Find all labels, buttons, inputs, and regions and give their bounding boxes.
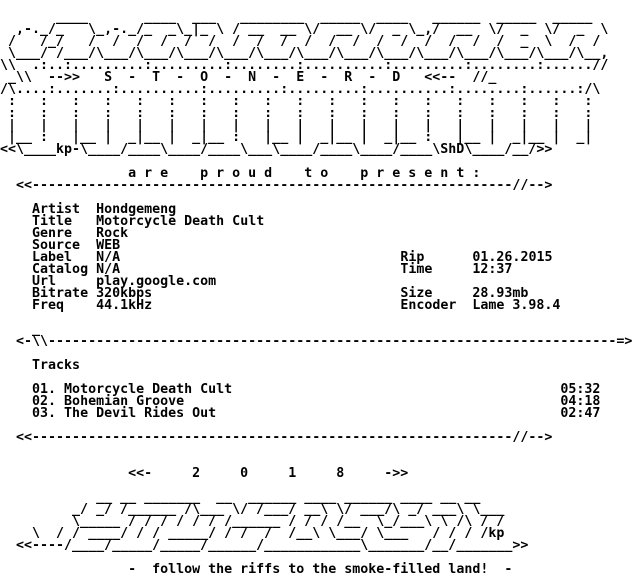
rule-text: <<--------------------------------------… (16, 178, 553, 193)
present-line: a r e p r o u d t o p r e s e n t : (0, 166, 632, 181)
track-time: 02:47 (560, 406, 601, 421)
ascii-logo-line: : : : : : : : : : : : : : : : : : : : (0, 94, 632, 109)
info-value: 12:37 (472, 262, 513, 277)
track-row: 01. Motorcycle Death Cult 05:32 (0, 382, 632, 397)
info-label: Genre (32, 226, 73, 241)
ascii-footer-line: <<----/____/_____/_____/______/_________… (0, 538, 632, 553)
info-label: Url (32, 274, 57, 289)
info-label: Rip (400, 250, 425, 265)
info-label: Encoder (400, 298, 457, 313)
track-row: 03. The Devil Rides Out 02:47 (0, 406, 632, 421)
info-label: Catalog (32, 262, 89, 277)
info-value: Rock (96, 226, 129, 241)
info-value: N/A (96, 262, 121, 277)
track-title: 01. Motorcycle Death Cult (32, 382, 233, 397)
ascii-logo-line: \\ .:..:.........:.........:........:...… (0, 58, 632, 73)
info-row: Freq 44.1kHz Encoder Lame 3.98.4 (0, 298, 632, 313)
ascii-footer-line: __ __ _______ __ ______ ____ ______ ____… (0, 490, 632, 505)
ascii-logo-line: /\....:.......:..........:.........:....… (0, 82, 632, 97)
info-row: Source WEB (0, 238, 632, 253)
rule-mid: <-\\------------------------------------… (0, 334, 632, 349)
info-label: Artist (32, 202, 81, 217)
info-value: WEB (96, 238, 121, 253)
track-time: 05:32 (560, 382, 601, 397)
ascii-footer-text: \ / / ____/ / / _____/ / / / /__\ \___/ … (16, 526, 505, 541)
info-row: Url play.google.com (0, 274, 632, 289)
info-row: Bitrate 320kbps Size 28.93mb (0, 286, 632, 301)
ascii-logo-line: |__ : |__ | _|__ | _|__ : |__ | _|__ | _… (0, 130, 632, 145)
info-value: Hondgemeng (96, 202, 177, 217)
info-label: Size (400, 286, 433, 301)
info-label: Time (400, 262, 433, 277)
track-row: 02. Bohemian Groove 04:18 (0, 394, 632, 409)
blank-line (0, 444, 632, 456)
rule-mid-top: _ (0, 322, 632, 337)
info-value: 28.93mb (472, 286, 529, 301)
track-time: 04:18 (560, 394, 601, 409)
ascii-logo-text: / /_/ / / / / / / / / / / / / / / / / / … (0, 34, 601, 49)
rule-bottom: <<--------------------------------------… (0, 430, 632, 445)
ascii-logo-line: / /_/ / / / / / / / / / / / / / / / / / … (0, 34, 632, 49)
rule-top: <<--------------------------------------… (0, 178, 632, 193)
ascii-logo-text: \\ .:..:.........:.........:........:...… (0, 58, 609, 73)
info-value: Motorcycle Death Cult (96, 214, 265, 229)
info-row: Catalog N/A Time 12:37 (0, 262, 632, 277)
ascii-footer-line: _/ _/ /______ /\___ \/ /___/ __\ \/ ___/… (0, 502, 632, 517)
tracks-heading: Tracks (0, 358, 632, 373)
footer-line: - follow the riffs to the smoke-filled l… (0, 562, 632, 576)
ascii-logo-text: : : : : : : : : : : : : : : : : : : : (0, 106, 593, 121)
footer-text: - follow the riffs to the smoke-filled l… (128, 562, 513, 576)
info-row: Title Motorcycle Death Cult (0, 214, 632, 229)
ascii-logo-line: : : : : : : : : : : : : : : : : : : : (0, 106, 632, 121)
info-row: Artist Hondgemeng (0, 202, 632, 217)
ascii-logo-text: ____ ____ ___ ________ _____ ____ ______… (0, 10, 593, 25)
year-text: <<- 2 0 1 8 ->> (16, 466, 409, 481)
ascii-logo-text: |__ : |__ | _|__ | _|__ : |__ | _|__ | _… (0, 130, 593, 145)
info-row: Label N/A Rip 01.26.2015 (0, 250, 632, 265)
ascii-logo-text: <<\____kp-\____/____\____/____\___\____/… (0, 142, 553, 157)
ascii-logo-line: ,-._/_ \_,-._/_ _\_|_ \ / __ __ \/ __ \/… (0, 22, 632, 37)
present-text: a r e p r o u d t o p r e s e n t : (16, 166, 481, 181)
tracks-heading-text: Tracks (32, 358, 81, 373)
info-label: Bitrate (32, 286, 89, 301)
rule-text: _ (16, 322, 41, 337)
ascii-logo-text: /\....:.......:..........:.........:....… (0, 82, 601, 97)
ascii-logo-line: _\\ -->> S - T - O - N - E - R - D <<-- … (0, 70, 632, 85)
blank-line (0, 312, 632, 324)
info-row: Genre Rock (0, 226, 632, 241)
ascii-footer-line: \_____ / / / / / / /______ / / / /__ \_/… (0, 514, 632, 529)
ascii-footer-text: _/ _/ /______ /\___ \/ /___/ __\ \/ ___/… (16, 502, 505, 517)
info-value: 320kbps (96, 286, 153, 301)
year-line: <<- 2 0 1 8 ->> (0, 466, 632, 481)
ascii-logo-text: _\\ -->> S - T - O - N - E - R - D <<-- … (0, 70, 497, 85)
ascii-logo-line: <<\____kp-\____/____\____/____\___\____/… (0, 142, 632, 157)
ascii-footer-line: \ / / ____/ / / _____/ / / / /__\ \___/ … (0, 526, 632, 541)
rule-text: <-\\------------------------------------… (16, 334, 632, 349)
info-value: N/A (96, 250, 121, 265)
ascii-footer-text: \_____ / / / / / / /______ / / / /__ \_/… (16, 514, 505, 529)
ascii-logo-text: ,-._/_ \_,-._/_ _\_|_ \ / __ __ \/ __ \/… (0, 22, 609, 37)
info-value: play.google.com (96, 274, 217, 289)
info-label: Label (32, 250, 73, 265)
ascii-logo-line: | | | | | | | | | | | | | | | | | | | (0, 118, 632, 133)
info-value: Lame 3.98.4 (472, 298, 561, 313)
info-label: Freq (32, 298, 65, 313)
info-value: 44.1kHz (96, 298, 153, 313)
rule-text: <<--------------------------------------… (16, 430, 553, 445)
info-value: 01.26.2015 (472, 250, 553, 265)
blank-line (0, 348, 632, 360)
info-label: Source (32, 238, 81, 253)
track-title: 02. Bohemian Groove (32, 394, 185, 409)
ascii-footer-text: __ __ _______ __ ______ ____ ______ ____… (16, 490, 481, 505)
track-title: 03. The Devil Rides Out (32, 406, 217, 421)
ascii-footer-text: <<----/____/_____/_____/______/_________… (16, 538, 529, 553)
ascii-logo-text: \___/ /___/\___/\___/\___/\___/\___/\___… (0, 46, 609, 61)
ascii-logo-text: | | | | | | | | | | | | | | | | | | | (0, 118, 593, 133)
ascii-logo-text: : : : : : : : : : : : : : : : : : : : (0, 94, 593, 109)
info-label: Title (32, 214, 73, 229)
ascii-logo-line: \___/ /___/\___/\___/\___/\___/\___/\___… (0, 46, 632, 61)
ascii-logo-line: ____ ____ ___ ________ _____ ____ ______… (0, 10, 632, 25)
